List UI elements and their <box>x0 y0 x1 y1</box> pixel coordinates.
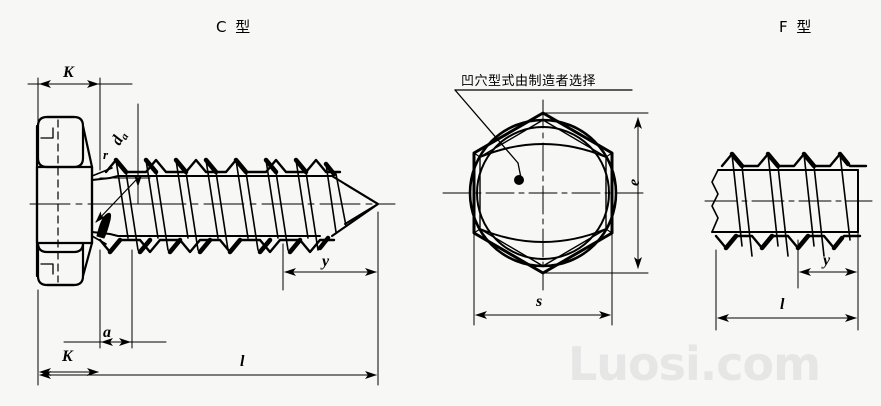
dim-label-K-bottom: K <box>62 348 73 365</box>
hex-head-side <box>35 115 94 287</box>
dim-a <box>63 249 167 349</box>
recess-type-note: 凹穴型式由制造者选择 <box>461 74 597 89</box>
dim-label-e: e <box>626 178 643 186</box>
dim-label-y-f: y <box>823 252 831 269</box>
watermark-luosi: Luosi.com <box>568 337 821 391</box>
screw-threads-c <box>91 157 379 255</box>
dim-label-l-c: l <box>240 353 245 370</box>
screw-threads-f <box>711 151 868 257</box>
dim-l-f <box>715 249 859 331</box>
view-title-type-c: C 型 <box>216 18 253 36</box>
dim-l-c <box>37 289 379 386</box>
dim-da <box>99 103 151 205</box>
view-title-type-f: F 型 <box>779 18 814 36</box>
dim-label-l-f: l <box>780 296 785 313</box>
dim-e <box>542 112 649 274</box>
dim-label-a: a <box>103 324 111 341</box>
dim-s <box>473 232 613 326</box>
view-hex-end <box>442 89 649 326</box>
dim-label-y-c: y <box>322 253 330 270</box>
view-type-c <box>27 77 396 386</box>
leader-r <box>95 179 137 223</box>
dim-y <box>282 211 379 291</box>
dim-label-r: r <box>103 147 109 162</box>
dim-y-f <box>797 231 859 289</box>
dim-label-K-top: K <box>63 64 74 81</box>
dim-label-s: s <box>536 293 543 310</box>
dim-K-top <box>27 77 133 171</box>
view-type-f <box>704 151 873 331</box>
leader-recess-note <box>454 89 633 185</box>
